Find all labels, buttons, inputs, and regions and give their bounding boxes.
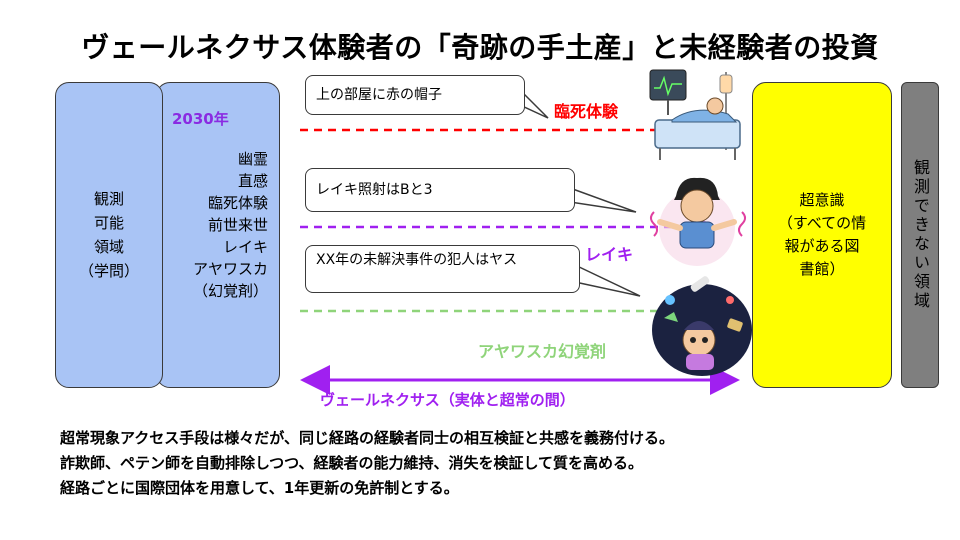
superconsciousness-box: 超意識 （すべての情 報がある図 書館） bbox=[752, 82, 892, 388]
super-line: 超意識 bbox=[799, 191, 845, 209]
super-line: 報がある図 bbox=[784, 237, 860, 255]
unobservable-domain-text: 観測できない領域 bbox=[911, 159, 930, 311]
callout-red-hat: 上の部屋に赤の帽子 bbox=[305, 75, 525, 115]
experience-item: 直感 bbox=[237, 172, 268, 190]
callout-tail-3 bbox=[574, 263, 641, 297]
observable-line: 可能 bbox=[93, 214, 124, 232]
experience-item: 幽霊 bbox=[237, 150, 268, 168]
footer-notes: 超常現象アクセス手段は様々だが、同じ経路の経験者同士の相互検証と共感を義務付ける… bbox=[60, 426, 674, 501]
footer-line: 詐欺師、ペテン師を自動排除しつつ、経験者の能力維持、消失を検証して質を高める。 bbox=[60, 454, 644, 472]
observable-domain-text: 観測 可能 領域 （学問） bbox=[79, 187, 139, 283]
observable-line: （学問） bbox=[78, 262, 139, 280]
footer-line: 経路ごとに国際団体を用意して、1年更新の免許制とする。 bbox=[60, 479, 459, 497]
experience-item: （幻覚剤） bbox=[192, 282, 268, 300]
observable-line: 観測 bbox=[93, 190, 124, 208]
callout-reiki: レイキ照射はBと3 bbox=[305, 168, 575, 212]
experience-list: 幽霊 直感 臨死体験 前世来世 レイキ アヤワスカ （幻覚剤） bbox=[160, 148, 268, 302]
label-reiki: レイキ bbox=[585, 245, 634, 264]
label-near-death-experience: 臨死体験 bbox=[554, 102, 619, 121]
footer-line: 超常現象アクセス手段は様々だが、同じ経路の経験者同士の相互検証と共感を義務付ける… bbox=[60, 429, 674, 447]
experience-item: 臨死体験 bbox=[207, 194, 268, 212]
super-line: 書館） bbox=[799, 260, 845, 278]
experience-item: レイキ bbox=[222, 238, 268, 256]
label-veil-nexus: ヴェールネクサス（実体と超常の間） bbox=[320, 391, 575, 409]
year-label: 2030年 bbox=[172, 110, 229, 128]
hospital-bed-icon bbox=[649, 69, 741, 160]
super-line: （すべての情 bbox=[777, 214, 867, 232]
ayahuasca-trip-icon bbox=[652, 276, 752, 376]
experience-item: アヤワスカ bbox=[192, 260, 268, 278]
callout-unsolved-case: XX年の未解決事件の犯人はヤス bbox=[305, 245, 580, 293]
reiki-person-icon bbox=[650, 177, 746, 266]
superconsciousness-text: 超意識 （すべての情 報がある図 書館） bbox=[778, 189, 866, 281]
label-ayahuasca: アヤワスカ幻覚剤 bbox=[478, 342, 607, 361]
unobservable-domain-box: 観測できない領域 bbox=[901, 82, 939, 388]
experience-methods-box bbox=[156, 82, 280, 388]
observable-domain-box: 観測 可能 領域 （学問） bbox=[55, 82, 163, 388]
page-title: ヴェールネクサス体験者の「奇跡の手土産」と未経験者の投資 bbox=[81, 31, 879, 64]
experience-item: 前世来世 bbox=[207, 216, 268, 234]
observable-line: 領域 bbox=[93, 238, 124, 256]
callout-tail-2 bbox=[569, 186, 637, 213]
